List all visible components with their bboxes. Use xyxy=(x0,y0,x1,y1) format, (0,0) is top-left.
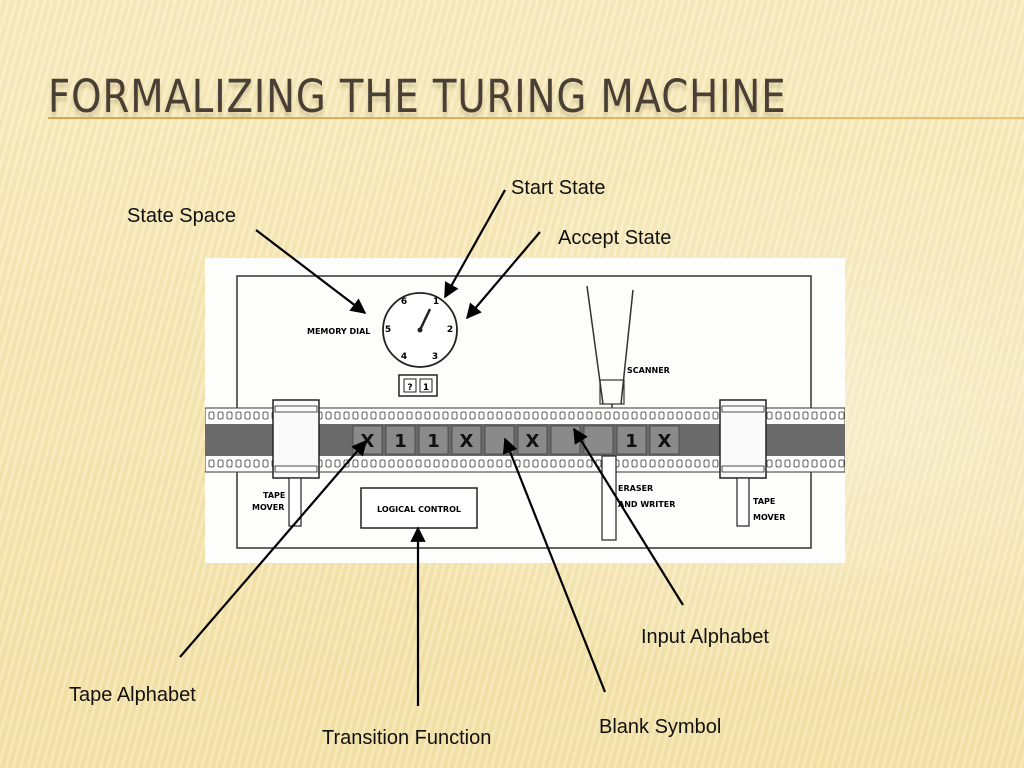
dial-number: 2 xyxy=(447,325,453,335)
memory-dial: 1 2 3 4 5 6 xyxy=(382,292,458,368)
label-tape-alphabet: Tape Alphabet xyxy=(69,684,196,706)
tape-symbol: X xyxy=(658,431,672,452)
arrow-tape-alphabet xyxy=(179,439,368,658)
logical-control xyxy=(360,487,478,529)
dial-number: 1 xyxy=(433,297,439,307)
title-rule xyxy=(48,117,1024,119)
label-accept-state: Accept State xyxy=(558,227,672,249)
tape-cell xyxy=(451,425,482,455)
label-input-alphabet: Input Alphabet xyxy=(641,626,769,648)
state-window: ? 1 xyxy=(398,374,438,397)
tape-symbol: X xyxy=(460,431,474,452)
tape-cell xyxy=(649,425,680,455)
tape-symbol: 1 xyxy=(394,431,407,452)
tape-cell xyxy=(583,425,614,455)
tape-mover-right xyxy=(719,399,767,527)
label-state-space: State Space xyxy=(127,205,236,227)
tape-symbol: 1 xyxy=(427,431,440,452)
eraser-writer-label: ERASER xyxy=(618,484,653,493)
tape-cell xyxy=(616,425,647,455)
arrow-accept-state xyxy=(466,231,541,320)
dial-number: 4 xyxy=(401,352,407,362)
logical-control-label: LOGICAL CONTROL xyxy=(377,505,461,514)
tape-symbol: X xyxy=(526,431,540,452)
scanner-label: SCANNER xyxy=(627,366,670,375)
tape-cell xyxy=(418,425,449,455)
svg-text:1: 1 xyxy=(423,383,429,393)
tape-mover-right-label: TAPE xyxy=(753,497,775,506)
dial-number: 6 xyxy=(401,297,407,307)
arrow-start-state xyxy=(444,189,506,299)
label-transition-function: Transition Function xyxy=(322,727,492,749)
tape-cell xyxy=(517,425,548,455)
slide-title: Formalizing the Turing Machine xyxy=(48,70,787,123)
tape-cell xyxy=(385,425,416,455)
arrow-blank-symbol xyxy=(502,437,607,693)
arrow-input-alphabet xyxy=(573,427,684,606)
tape-mover-right-label: MOVER xyxy=(753,513,785,522)
tape-symbol: 1 xyxy=(625,431,638,452)
arrow-state-space xyxy=(255,229,367,314)
svg-text:?: ? xyxy=(407,383,412,393)
dial-number: 3 xyxy=(432,352,438,362)
tape-mover-left-label: MOVER xyxy=(252,503,284,512)
tape-mover-left-label: TAPE xyxy=(263,491,285,500)
eraser-writer-label: AND WRITER xyxy=(618,500,675,509)
tape-mover-left xyxy=(272,399,320,527)
memory-dial-label: MEMORY DIAL xyxy=(307,327,370,336)
turing-machine-diagram: 1 2 3 4 5 6 MEMORY DIAL ? 1 SCANNER xyxy=(204,258,846,563)
dial-number: 5 xyxy=(385,325,391,335)
label-start-state: Start State xyxy=(511,177,606,199)
label-blank-symbol: Blank Symbol xyxy=(599,716,722,738)
